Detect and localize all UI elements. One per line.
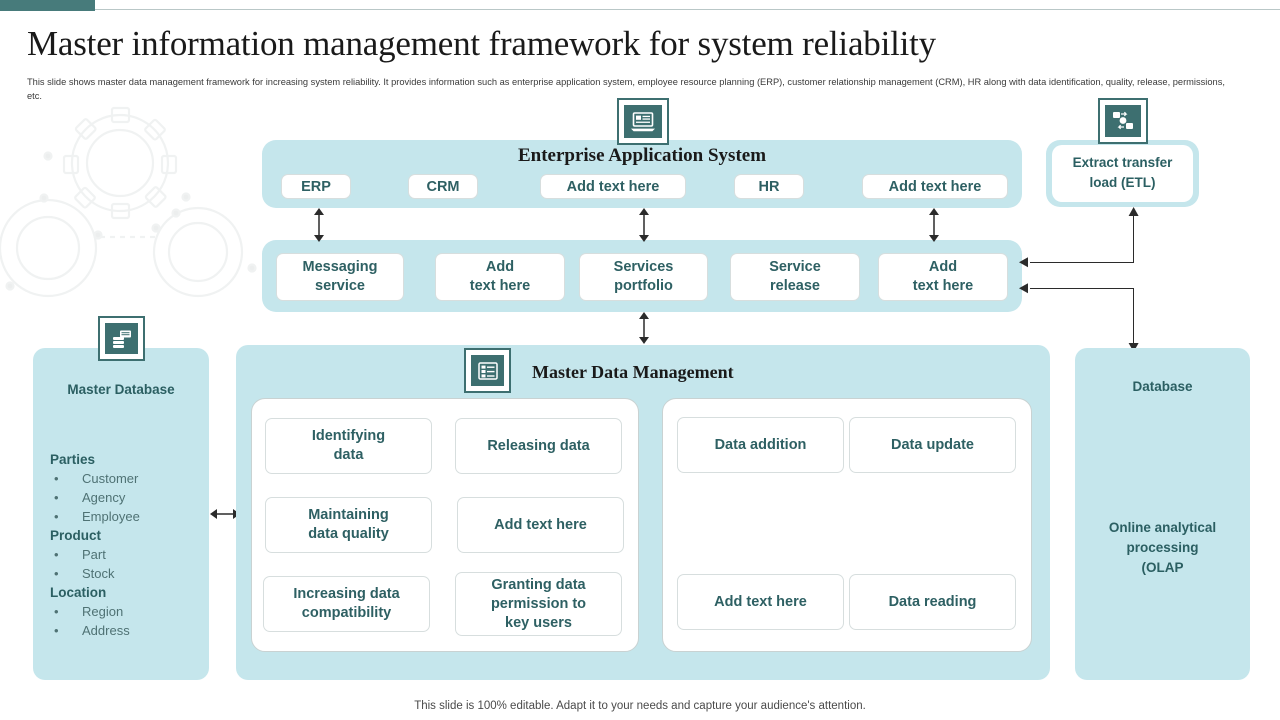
md-list-item-label: Customer bbox=[82, 471, 139, 486]
master-database-heading: Master Database bbox=[67, 382, 175, 397]
service-chip-portfolio[interactable]: Services portfolio bbox=[579, 253, 708, 301]
database-arrow-down bbox=[1128, 343, 1139, 352]
olap-label: Online analytical processing (OLAP bbox=[1075, 518, 1250, 578]
mdm-cell-line: Granting data bbox=[491, 576, 586, 593]
service-chip-line: release bbox=[770, 278, 820, 294]
mdm-cell-add-text-1[interactable]: Add text here bbox=[457, 497, 624, 553]
etl-label-line: load (ETL) bbox=[1089, 175, 1156, 190]
laptop-icon-glyph bbox=[631, 111, 655, 131]
md-list-item-label: Region bbox=[82, 604, 124, 619]
database-connector-vertical bbox=[1133, 288, 1135, 345]
md-group-label: Location bbox=[50, 585, 107, 600]
connector-double-arrow-3 bbox=[929, 208, 939, 242]
mdm-cell-line: Releasing data bbox=[487, 438, 590, 454]
etl-label: Extract transfer load (ETL) bbox=[1052, 153, 1193, 193]
etl-arrow-up bbox=[1128, 207, 1139, 216]
md-list-item: •Customer bbox=[54, 471, 139, 486]
database-stack-icon bbox=[98, 316, 145, 361]
mdm-cell-data-reading[interactable]: Data reading bbox=[849, 574, 1016, 630]
top-accent-bar bbox=[0, 0, 95, 11]
md-list-item-label: Address bbox=[82, 623, 130, 638]
footer-note: This slide is 100% editable. Adapt it to… bbox=[414, 700, 866, 712]
olap-label-line: processing bbox=[1126, 540, 1199, 555]
service-chip-2[interactable]: Add text here bbox=[435, 253, 565, 301]
mdm-cell-line: Increasing data bbox=[293, 586, 400, 602]
database-heading: Database bbox=[1132, 379, 1193, 394]
mdm-cell-line: key users bbox=[505, 614, 572, 631]
data-transfer-icon-glyph bbox=[1113, 111, 1133, 130]
mdm-cell-releasing-data[interactable]: Releasing data bbox=[455, 418, 622, 474]
service-chip-line: text here bbox=[469, 278, 531, 294]
service-chip-release[interactable]: Service release bbox=[730, 253, 860, 301]
mdm-cell-line: Add text here bbox=[494, 517, 587, 533]
eas-chip-erp[interactable]: ERP bbox=[281, 174, 351, 199]
md-list-item-label: Stock bbox=[82, 566, 115, 581]
service-chip-line: Services bbox=[613, 259, 674, 275]
md-list-item: •Employee bbox=[54, 509, 140, 524]
md-list-item: •Agency bbox=[54, 490, 126, 505]
md-list-item: •Stock bbox=[54, 566, 115, 581]
service-chip-5[interactable]: Add text here bbox=[878, 253, 1008, 301]
database-stack-icon-glyph bbox=[112, 330, 131, 348]
service-chip-line: Add bbox=[928, 259, 958, 275]
master-database-list: Parties •Customer •Agency •Employee Prod… bbox=[50, 450, 140, 640]
eas-chip-3[interactable]: Add text here bbox=[540, 174, 686, 199]
mdm-cell-increasing-data-compatibility[interactable]: Increasing data compatibility bbox=[263, 576, 430, 632]
data-transfer-icon bbox=[1098, 98, 1148, 144]
page-subtitle: This slide shows master data management … bbox=[27, 77, 1225, 101]
etl-connector-horizontal bbox=[1030, 262, 1134, 264]
md-list-item: •Part bbox=[54, 547, 106, 562]
page-title: Master information management framework … bbox=[27, 24, 936, 63]
olap-label-line: (OLAP bbox=[1141, 560, 1184, 575]
service-chip-messaging[interactable]: Messaging service bbox=[276, 253, 404, 301]
connector-double-arrow-2 bbox=[639, 208, 649, 242]
mdm-cell-granting-data-permission[interactable]: Granting data permission to key users bbox=[455, 572, 622, 636]
connector-double-arrow-4 bbox=[639, 312, 649, 344]
gear-watermark bbox=[0, 106, 257, 298]
services-arrow-left-1 bbox=[1019, 257, 1028, 268]
service-chip-line: Service bbox=[769, 259, 821, 275]
server-list-icon-glyph bbox=[477, 361, 498, 380]
etl-label-line: Extract transfer bbox=[1072, 155, 1173, 170]
etl-panel-inner bbox=[1052, 145, 1193, 202]
mdm-cell-line: Identifying bbox=[311, 428, 386, 444]
etl-connector-vertical bbox=[1133, 216, 1135, 263]
olap-label-line: Online analytical bbox=[1108, 520, 1217, 535]
top-rule bbox=[95, 9, 1280, 10]
md-list-item: •Address bbox=[54, 623, 130, 638]
master-data-management-title: Master Data Management bbox=[532, 362, 734, 382]
database-connector-horizontal bbox=[1030, 288, 1134, 290]
mdm-cell-data-addition[interactable]: Data addition bbox=[677, 417, 844, 473]
connector-double-arrow-1 bbox=[314, 208, 324, 242]
eas-chip-5[interactable]: Add text here bbox=[862, 174, 1008, 199]
mdm-cell-line: Maintaining bbox=[308, 507, 389, 523]
master-database-panel bbox=[33, 348, 209, 680]
mdm-cell-line: compatibility bbox=[301, 605, 392, 621]
services-arrow-left-2 bbox=[1019, 283, 1028, 294]
mdm-cell-identifying-data[interactable]: Identifying data bbox=[265, 418, 432, 474]
eas-chip-crm[interactable]: CRM bbox=[408, 174, 478, 199]
mdm-cell-maintaining-data-quality[interactable]: Maintaining data quality bbox=[265, 497, 432, 553]
mdm-cell-line: data bbox=[333, 447, 364, 463]
service-chip-line: Add bbox=[485, 259, 515, 275]
server-list-icon bbox=[464, 348, 511, 393]
md-list-item-label: Employee bbox=[82, 509, 140, 524]
eas-chip-hr[interactable]: HR bbox=[734, 174, 804, 199]
service-chip-line: Messaging bbox=[302, 259, 378, 275]
mdm-cell-line: permission to bbox=[490, 595, 587, 612]
database-panel bbox=[1075, 348, 1250, 680]
md-group-label: Product bbox=[50, 528, 102, 543]
md-list-item: •Region bbox=[54, 604, 124, 619]
service-chip-line: text here bbox=[912, 278, 974, 294]
mdm-cell-data-update[interactable]: Data update bbox=[849, 417, 1016, 473]
md-list-item-label: Agency bbox=[82, 490, 126, 505]
service-chip-line: service bbox=[315, 278, 365, 294]
mdm-cell-line: data quality bbox=[308, 526, 389, 542]
laptop-icon bbox=[617, 98, 669, 145]
mdm-cell-add-text-2[interactable]: Add text here bbox=[677, 574, 844, 630]
md-list-item-label: Part bbox=[82, 547, 106, 562]
service-chip-line: portfolio bbox=[614, 278, 673, 294]
md-group-label: Parties bbox=[50, 452, 96, 467]
enterprise-application-system-title: Enterprise Application System bbox=[517, 145, 767, 166]
